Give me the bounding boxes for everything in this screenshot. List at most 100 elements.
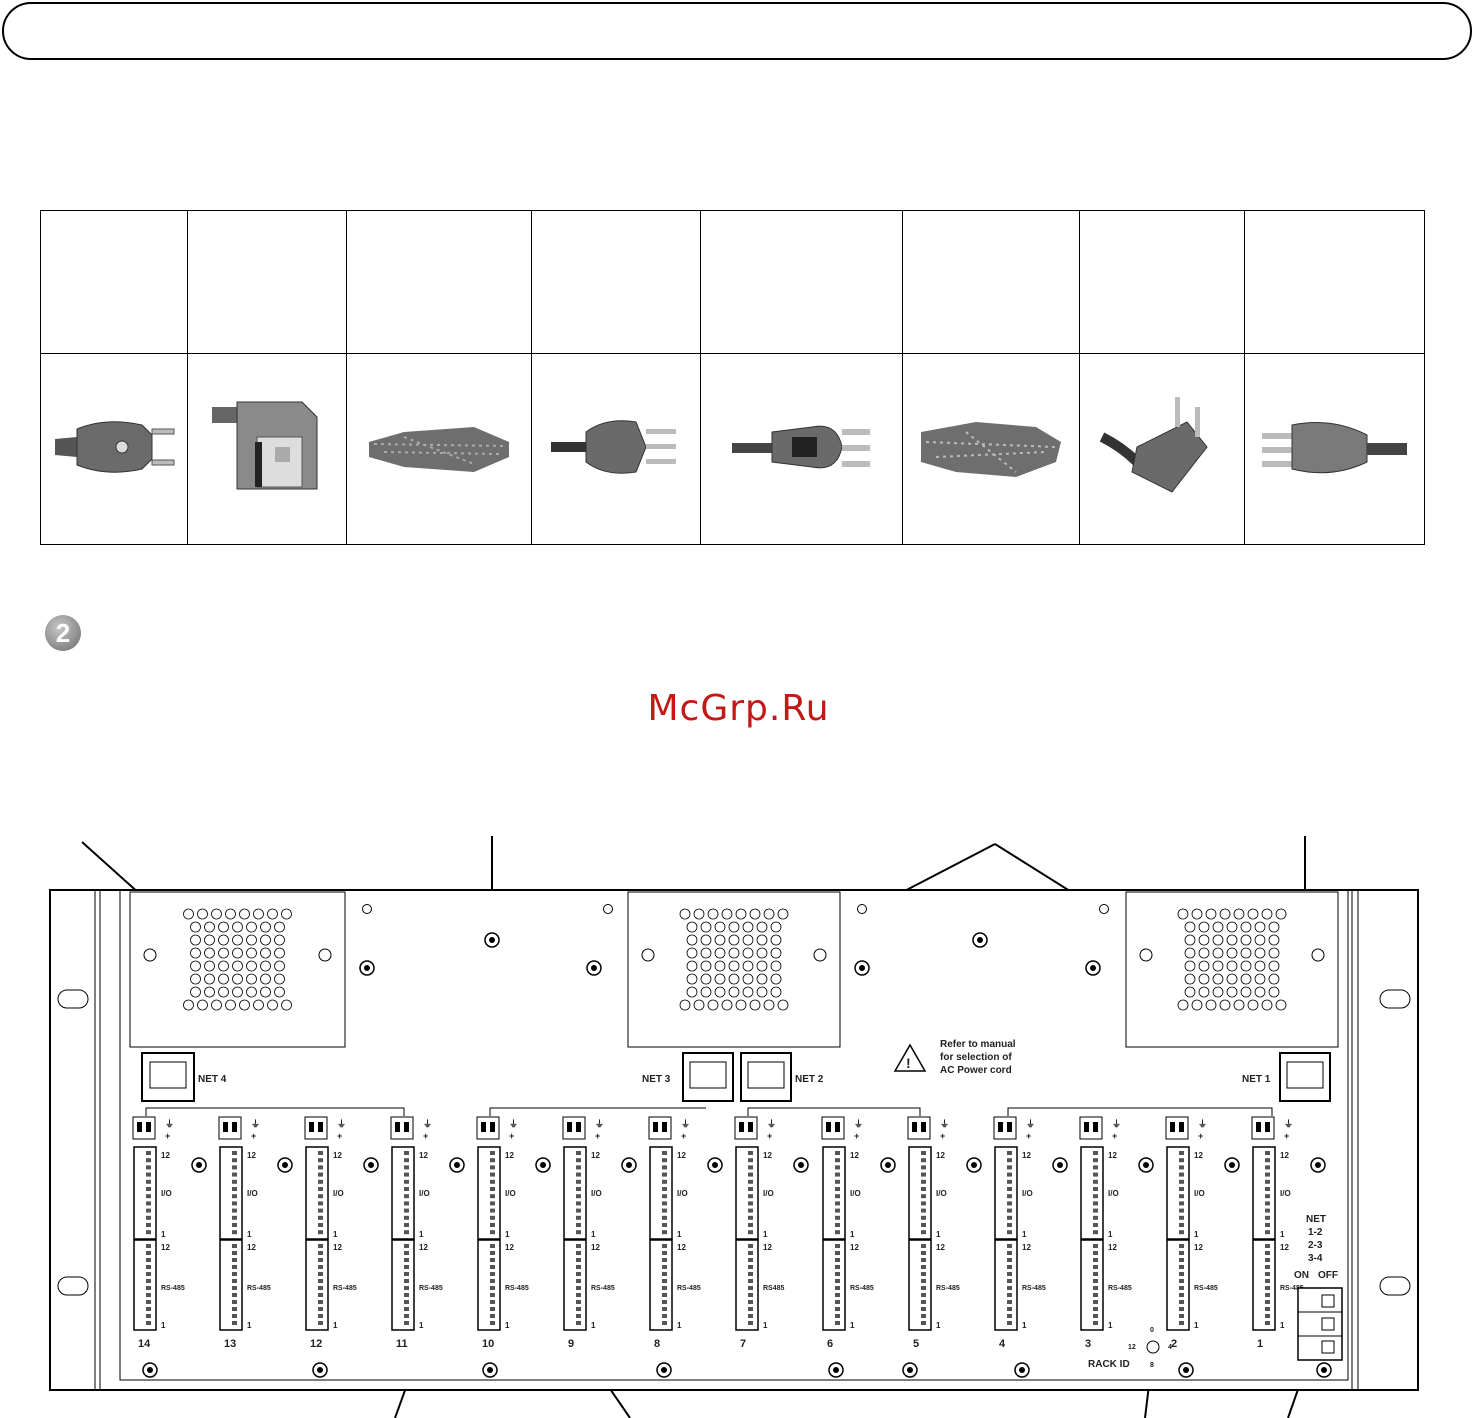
denmark-plug-cell — [1079, 353, 1245, 545]
mount-hole-icon — [1099, 904, 1109, 914]
io-terminal-block[interactable] — [1166, 1146, 1190, 1240]
rs485-label: RS-485 — [247, 1285, 271, 1292]
psu-right-module — [1125, 891, 1339, 1048]
rs485-terminal-block[interactable] — [1166, 1239, 1190, 1331]
power-connector[interactable] — [907, 1116, 931, 1140]
rs485-terminal-block[interactable] — [1080, 1239, 1104, 1331]
io-pin-12-label: 12 — [333, 1151, 342, 1160]
rs485-terminal-block[interactable] — [477, 1239, 501, 1331]
io-pin-12-label: 12 — [591, 1151, 600, 1160]
rs485-terminal-block[interactable] — [908, 1239, 932, 1331]
power-connector[interactable] — [993, 1116, 1017, 1140]
plus-icon: + — [681, 1131, 686, 1141]
net1-rj45-port[interactable] — [1279, 1052, 1331, 1102]
io-terminal-block[interactable] — [908, 1146, 932, 1240]
plus-icon: + — [595, 1131, 600, 1141]
rs485-pin-12-label: 12 — [936, 1243, 945, 1252]
rs485-terminal-block[interactable] — [305, 1239, 329, 1331]
net2-rj45-port[interactable] — [740, 1052, 792, 1102]
dip-label-net: NET — [1306, 1214, 1326, 1225]
psu-center-module — [627, 891, 841, 1048]
ground-icon: ⏚ — [767, 1119, 776, 1129]
io-terminal-block[interactable] — [133, 1146, 157, 1240]
rs485-pin-1-label: 1 — [850, 1321, 855, 1330]
io-pin-12-label: 12 — [936, 1151, 945, 1160]
rs485-pin-12-label: 12 — [850, 1243, 859, 1252]
io-label: I/O — [936, 1189, 947, 1198]
rs485-terminal-block[interactable] — [133, 1239, 157, 1331]
power-connector[interactable] — [734, 1116, 758, 1140]
net3-rj45-port[interactable] — [682, 1052, 734, 1102]
power-connector[interactable] — [1165, 1116, 1189, 1140]
rs485-label: RS485 — [763, 1285, 785, 1292]
power-connector[interactable] — [304, 1116, 328, 1140]
net3-port-group: NET 3 — [642, 1052, 734, 1102]
rs485-terminal-block[interactable] — [1252, 1239, 1276, 1331]
power-connector[interactable] — [132, 1116, 156, 1140]
power-connector[interactable] — [648, 1116, 672, 1140]
power-connector[interactable] — [1079, 1116, 1103, 1140]
io-label: I/O — [763, 1189, 774, 1198]
rack-id-0: 0 — [1150, 1327, 1154, 1334]
rs485-pin-1-label: 1 — [505, 1321, 510, 1330]
plus-icon: + — [251, 1131, 256, 1141]
rack-id-12: 12 — [1128, 1344, 1136, 1351]
power-connector[interactable] — [390, 1116, 414, 1140]
slot-number-label: 6 — [827, 1338, 833, 1350]
net4-label: NET 4 — [198, 1074, 227, 1085]
rs485-pin-12-label: 12 — [247, 1243, 256, 1252]
rs485-terminal-block[interactable] — [219, 1239, 243, 1331]
generic-plug-cell — [346, 353, 532, 545]
io-terminal-block[interactable] — [219, 1146, 243, 1240]
net4-rj45-port[interactable] — [141, 1052, 195, 1102]
dip-switch-2-3[interactable] — [1321, 1317, 1335, 1331]
rack-id-rotary-switch[interactable] — [1146, 1340, 1160, 1354]
plus-icon: + — [509, 1131, 514, 1141]
dip-switch-housing — [1297, 1287, 1343, 1361]
io-terminal-block[interactable] — [994, 1146, 1018, 1240]
power-connector[interactable] — [476, 1116, 500, 1140]
io-pin-1-label: 1 — [161, 1230, 166, 1239]
rs485-terminal-block[interactable] — [563, 1239, 587, 1331]
rs485-pin-12-label: 12 — [1022, 1243, 1031, 1252]
schuko-plug-icon — [54, 420, 174, 473]
io-terminal-block[interactable] — [391, 1146, 415, 1240]
rs485-terminal-block[interactable] — [994, 1239, 1018, 1331]
slot-number-label: 4 — [999, 1338, 1006, 1350]
rs485-pin-1-label: 1 — [936, 1321, 941, 1330]
plus-icon: + — [1112, 1131, 1117, 1141]
rs485-terminal-block[interactable] — [822, 1239, 846, 1331]
rs485-label: RS-485 — [161, 1285, 185, 1292]
rs485-pin-12-label: 12 — [591, 1243, 600, 1252]
generic-plug-cell-2 — [902, 353, 1080, 545]
warning-line-3: AC Power cord — [940, 1065, 1012, 1076]
power-connector[interactable] — [1251, 1116, 1275, 1140]
rs485-terminal-block[interactable] — [735, 1239, 759, 1331]
mounting-screw-icon — [1316, 1362, 1332, 1378]
dip-off-label: OFF — [1318, 1270, 1338, 1281]
io-terminal-block[interactable] — [649, 1146, 673, 1240]
power-connector[interactable] — [218, 1116, 242, 1140]
slot-number-label: 8 — [654, 1338, 660, 1350]
io-terminal-block[interactable] — [563, 1146, 587, 1240]
io-terminal-block[interactable] — [477, 1146, 501, 1240]
io-terminal-block[interactable] — [1252, 1146, 1276, 1240]
power-connector[interactable] — [562, 1116, 586, 1140]
power-connector[interactable] — [821, 1116, 845, 1140]
rs485-pin-1-label: 1 — [1194, 1321, 1199, 1330]
io-terminal-block[interactable] — [735, 1146, 759, 1240]
rs485-pin-12-label: 12 — [333, 1243, 342, 1252]
ground-icon: ⏚ — [509, 1119, 518, 1129]
dip-switch-3-4[interactable] — [1321, 1340, 1335, 1354]
io-terminal-block[interactable] — [305, 1146, 329, 1240]
io-terminal-block[interactable] — [822, 1146, 846, 1240]
rs485-terminal-block[interactable] — [649, 1239, 673, 1331]
io-terminal-block[interactable] — [1080, 1146, 1104, 1240]
dip-switch-1-2[interactable] — [1321, 1294, 1335, 1308]
rs485-terminal-block[interactable] — [391, 1239, 415, 1331]
